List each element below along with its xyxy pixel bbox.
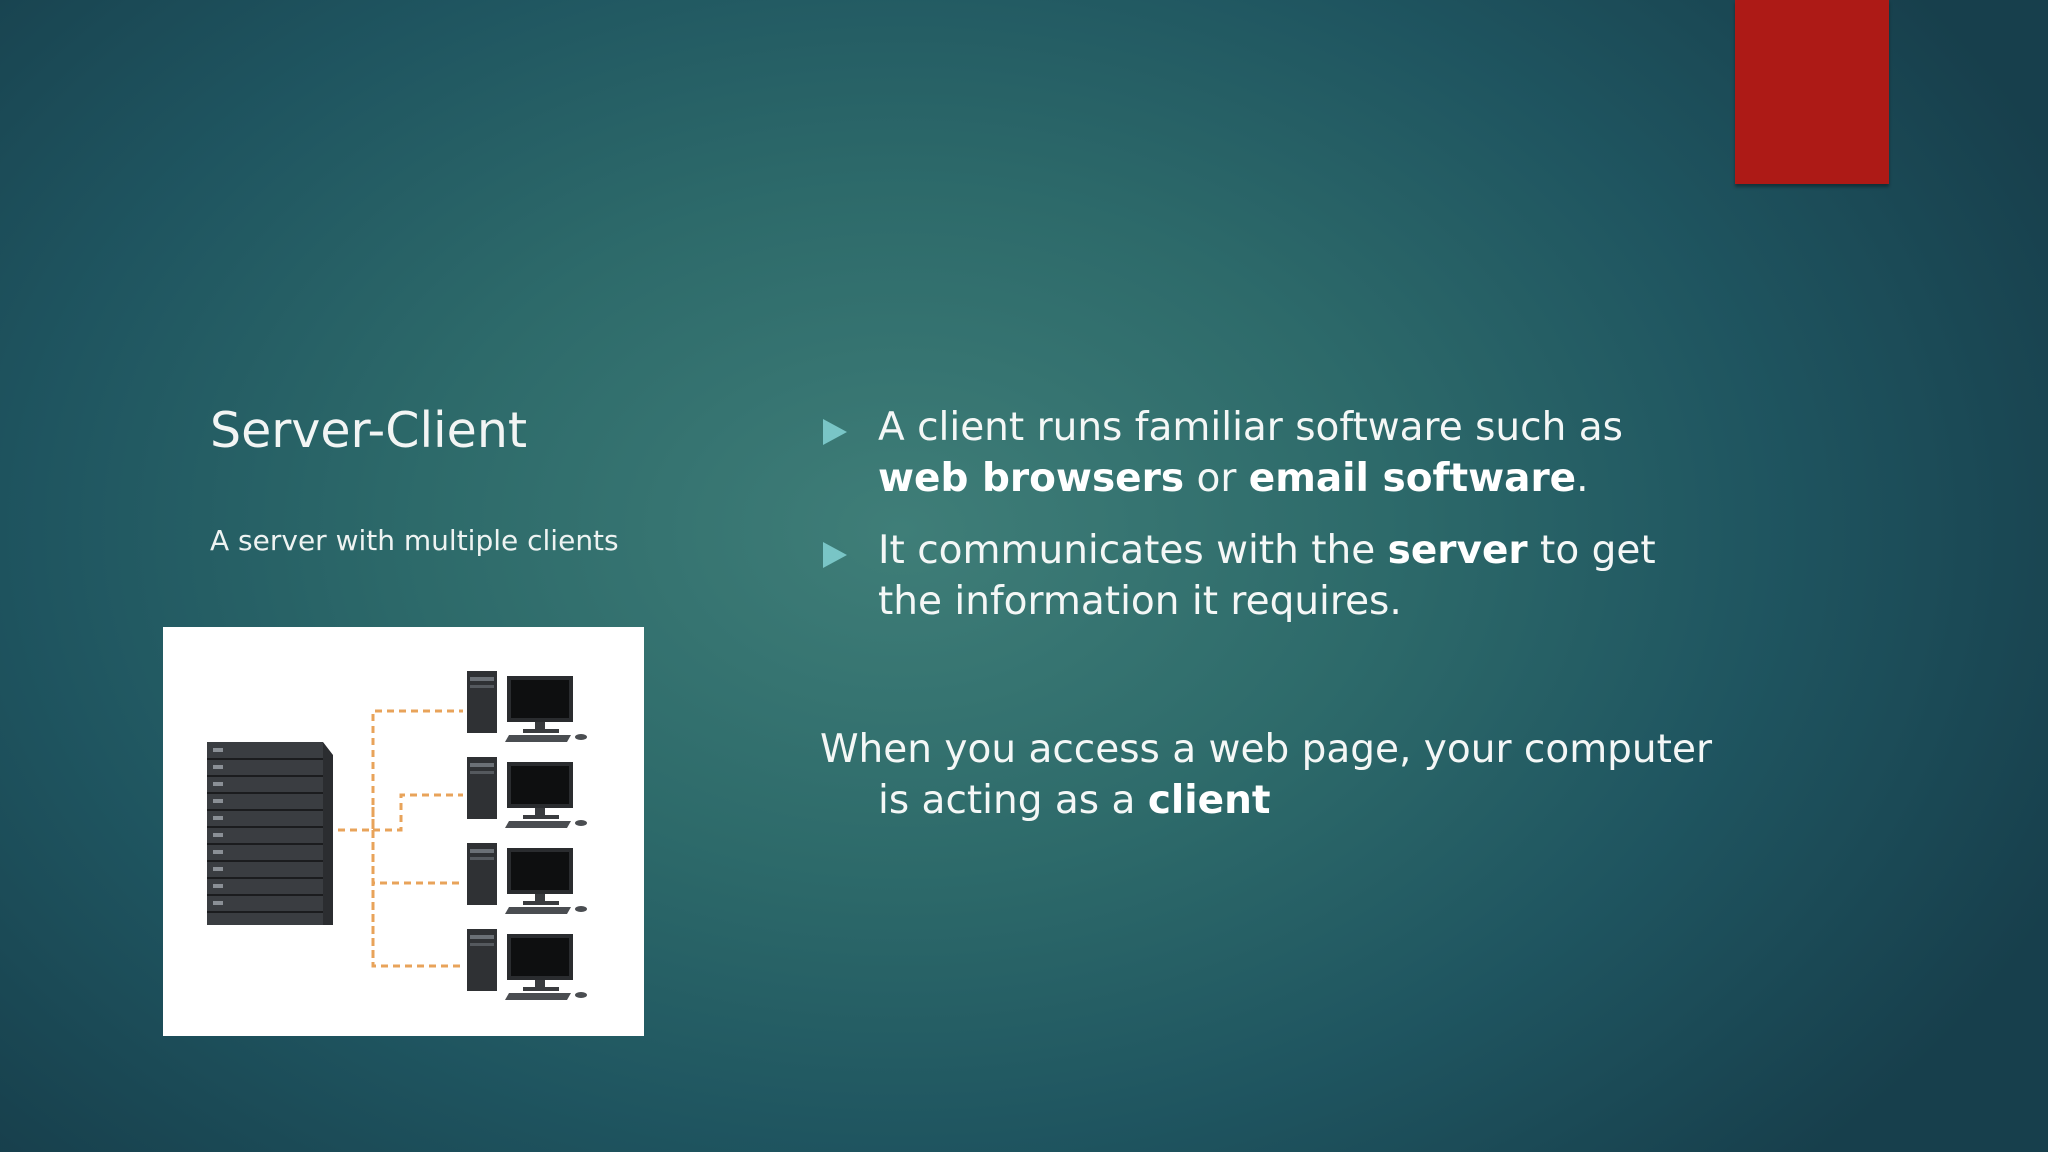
text-run: It communicates with the bbox=[878, 528, 1388, 573]
text-run: When you access a web page, your compute… bbox=[820, 727, 1712, 823]
client-computer-1 bbox=[467, 671, 587, 742]
bullet-arrow-icon bbox=[823, 542, 847, 568]
slide-title: Server-Client bbox=[210, 402, 528, 459]
bullet-item: A client runs familiar software such as … bbox=[820, 402, 1680, 504]
bold-text-run: client bbox=[1147, 778, 1271, 823]
server-rack-icon bbox=[207, 742, 333, 925]
bullet-arrow-icon bbox=[823, 419, 847, 445]
image-caption: A server with multiple clients bbox=[210, 524, 619, 557]
text-run: . bbox=[1576, 456, 1589, 501]
client-computer-2 bbox=[467, 757, 587, 828]
bold-text-run: server bbox=[1387, 528, 1528, 573]
client-computer-4 bbox=[467, 929, 587, 1000]
desktop-computer-icon bbox=[467, 757, 587, 828]
bold-text-run: web browsers bbox=[878, 456, 1185, 501]
text-run: to get the information it requires. bbox=[878, 528, 1656, 624]
client-computer-3 bbox=[467, 843, 587, 914]
desktop-computer-icon bbox=[467, 843, 587, 914]
note-paragraph: When you access a web page, your compute… bbox=[820, 724, 1738, 826]
text-run: A client runs familiar software such as bbox=[878, 405, 1623, 450]
bullet-item: It communicates with the server to get t… bbox=[820, 525, 1680, 627]
accent-corner-block bbox=[1735, 0, 1889, 184]
text-run: or bbox=[1184, 456, 1249, 501]
bullet-list: A client runs familiar software such as … bbox=[820, 402, 1680, 648]
bold-text-run: email software bbox=[1248, 456, 1577, 501]
connection-lines bbox=[326, 709, 463, 968]
server-client-diagram bbox=[163, 627, 644, 1036]
desktop-computer-icon bbox=[467, 929, 587, 1000]
desktop-computer-icon bbox=[467, 671, 587, 742]
